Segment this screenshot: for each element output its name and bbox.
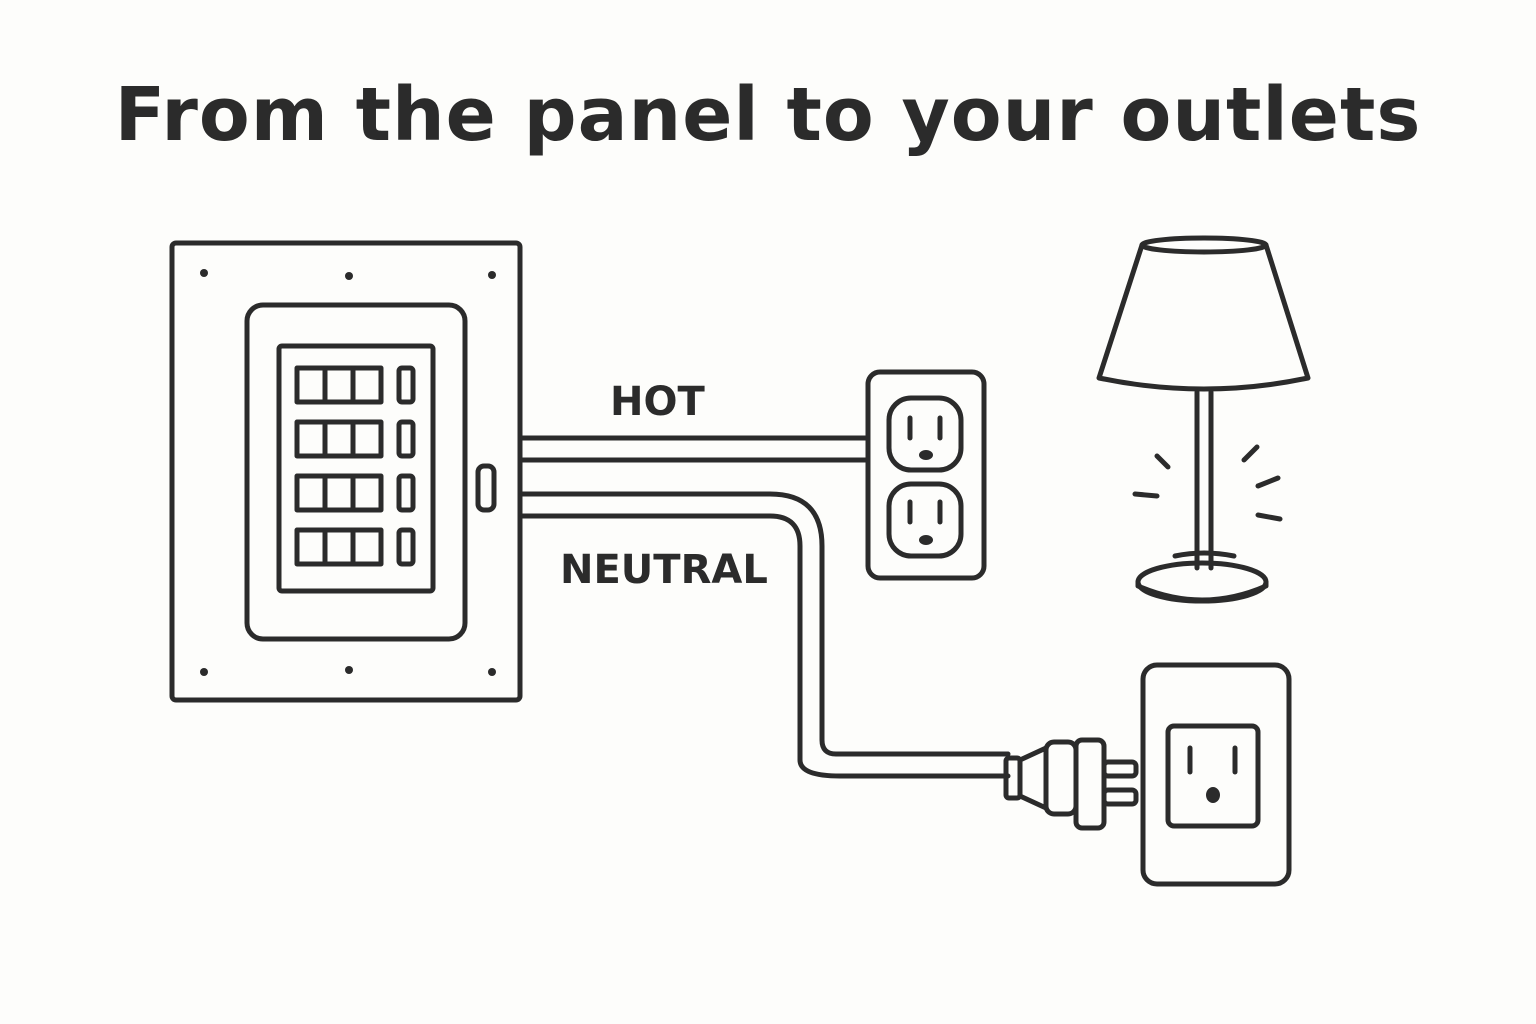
breaker-row (294, 473, 416, 513)
neutral-wire (519, 491, 1011, 779)
table-lamp-icon (1096, 235, 1311, 604)
hot-wire (519, 435, 871, 463)
hot-label: HOT (610, 379, 705, 425)
plug-icon (1003, 737, 1139, 831)
duplex-outlet-icon (865, 369, 987, 581)
single-outlet-icon (1140, 662, 1292, 887)
breaker-row (294, 527, 416, 567)
breaker-row (294, 365, 416, 405)
neutral-label: NEUTRAL (560, 547, 768, 593)
panel-latch (475, 463, 497, 513)
lamp-glow-icon (1132, 444, 1283, 522)
breaker-panel-icon (169, 240, 523, 703)
outlet-ground-hole (1206, 787, 1220, 803)
panel-screws (200, 269, 496, 676)
diagram-title: From the panel to your outlets (114, 72, 1422, 158)
breaker-row (294, 419, 416, 459)
outlet-ground-holes (919, 450, 933, 545)
